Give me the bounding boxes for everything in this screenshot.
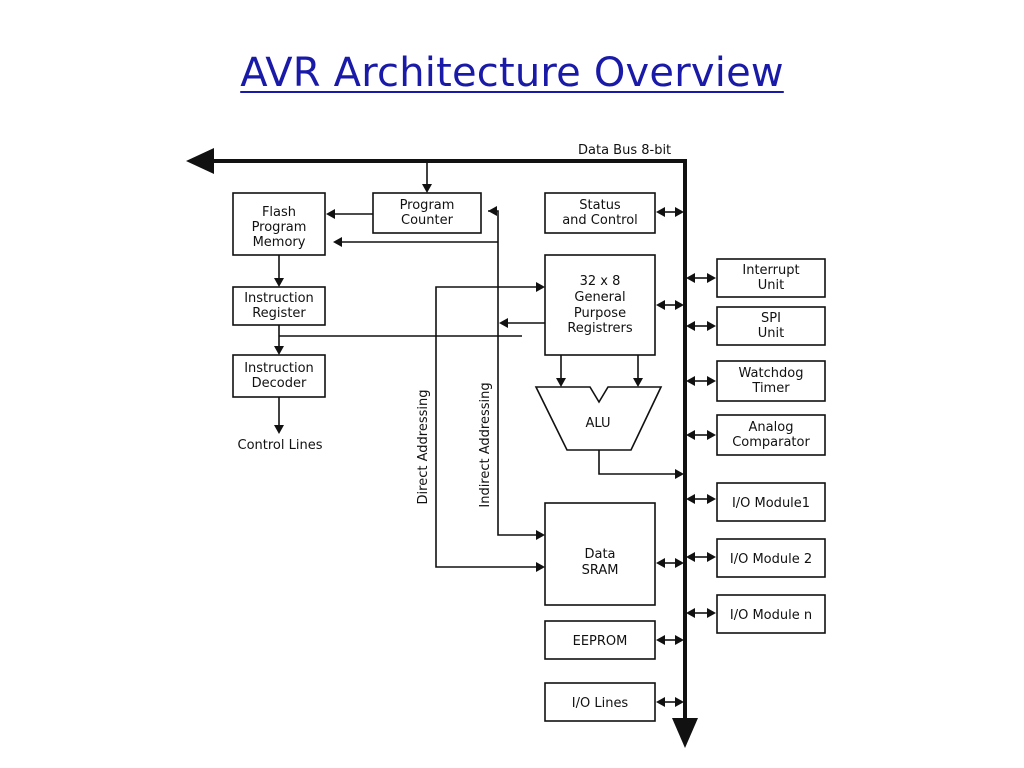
indirect-addressing-label: Indirect Addressing xyxy=(478,382,493,507)
instruction-register-label-line-2: Register xyxy=(252,306,306,321)
spi-label-line-2: Unit xyxy=(758,326,784,341)
flash-label-line-3: Memory xyxy=(253,235,306,250)
analog-label-line-1: Analog xyxy=(749,420,794,435)
registers-label-line-3: Purpose xyxy=(574,306,626,321)
instruction-register-block: Instruction Register xyxy=(232,286,326,326)
data-sram-label-line-2: SRAM xyxy=(582,563,619,578)
interrupt-label-line-2: Unit xyxy=(758,278,784,293)
indirect-addressing-path: Indirect Addressing xyxy=(333,206,545,540)
flash-label-line-1: Flash xyxy=(262,205,296,220)
direct-addressing-path: Direct Addressing xyxy=(416,282,545,572)
interrupt-unit-block: Interrupt Unit xyxy=(716,258,826,298)
io-module-n-label: I/O Module n xyxy=(730,608,812,623)
watchdog-timer-block: Watchdog Timer xyxy=(716,360,826,402)
registers-label-line-4: Registrers xyxy=(567,321,633,336)
control-lines-label: Control Lines xyxy=(238,438,323,453)
alu-label: ALU xyxy=(585,416,610,431)
status-control-label-line-2: and Control xyxy=(562,213,638,228)
status-control-label-line-1: Status xyxy=(579,198,621,213)
eeprom-block: EEPROM xyxy=(544,620,656,660)
analog-comparator-block: Analog Comparator xyxy=(716,414,826,456)
eeprom-label: EEPROM xyxy=(573,634,628,649)
data-sram-label-line-1: Data xyxy=(584,547,615,562)
bus-bidirectional-links xyxy=(656,207,716,707)
interrupt-label-line-1: Interrupt xyxy=(742,263,799,278)
io-module-1-block: I/O Module1 xyxy=(716,482,826,522)
alu-block: ALU xyxy=(534,386,663,451)
io-module-1-label: I/O Module1 xyxy=(732,496,810,511)
program-counter-label-line-1: Program xyxy=(400,198,455,213)
data-bus: Data Bus 8-bit xyxy=(186,143,698,748)
io-module-2-block: I/O Module 2 xyxy=(716,538,826,578)
status-control-block: Status and Control xyxy=(544,192,656,234)
io-lines-label: I/O Lines xyxy=(572,696,629,711)
io-module-n-block: I/O Module n xyxy=(716,594,826,634)
instruction-decoder-label-line-2: Decoder xyxy=(252,376,307,391)
spi-unit-block: SPI Unit xyxy=(716,306,826,346)
slide-title: AVR Architecture Overview xyxy=(240,50,784,96)
flash-program-memory-block: Flash Program Memory xyxy=(232,192,326,256)
program-counter-block: Program Counter xyxy=(372,192,482,234)
registers-label-line-1: 32 x 8 xyxy=(580,274,621,289)
flash-label-line-2: Program xyxy=(252,220,307,235)
register-alu-connections xyxy=(556,355,684,479)
direct-addressing-label: Direct Addressing xyxy=(416,390,431,505)
data-sram-block: Data SRAM xyxy=(544,502,656,606)
registers-label-line-2: General xyxy=(574,290,625,305)
watchdog-label-line-1: Watchdog xyxy=(739,366,804,381)
bus-down-arrowhead xyxy=(672,718,698,748)
program-counter-label-line-2: Counter xyxy=(401,213,454,228)
instruction-decoder-label-line-1: Instruction xyxy=(244,361,314,376)
spi-label-line-1: SPI xyxy=(761,311,781,326)
bus-left-arrowhead xyxy=(186,148,214,174)
analog-label-line-2: Comparator xyxy=(732,435,810,450)
general-purpose-registers-block: 32 x 8 General Purpose Registrers xyxy=(544,254,656,356)
data-bus-label: Data Bus 8-bit xyxy=(578,143,671,158)
io-module-2-label: I/O Module 2 xyxy=(730,552,812,567)
io-lines-block: I/O Lines xyxy=(544,682,656,722)
instruction-register-label-line-1: Instruction xyxy=(244,291,314,306)
left-connections xyxy=(274,161,522,434)
instruction-decoder-block: Instruction Decoder xyxy=(232,354,326,398)
watchdog-label-line-2: Timer xyxy=(751,381,790,396)
